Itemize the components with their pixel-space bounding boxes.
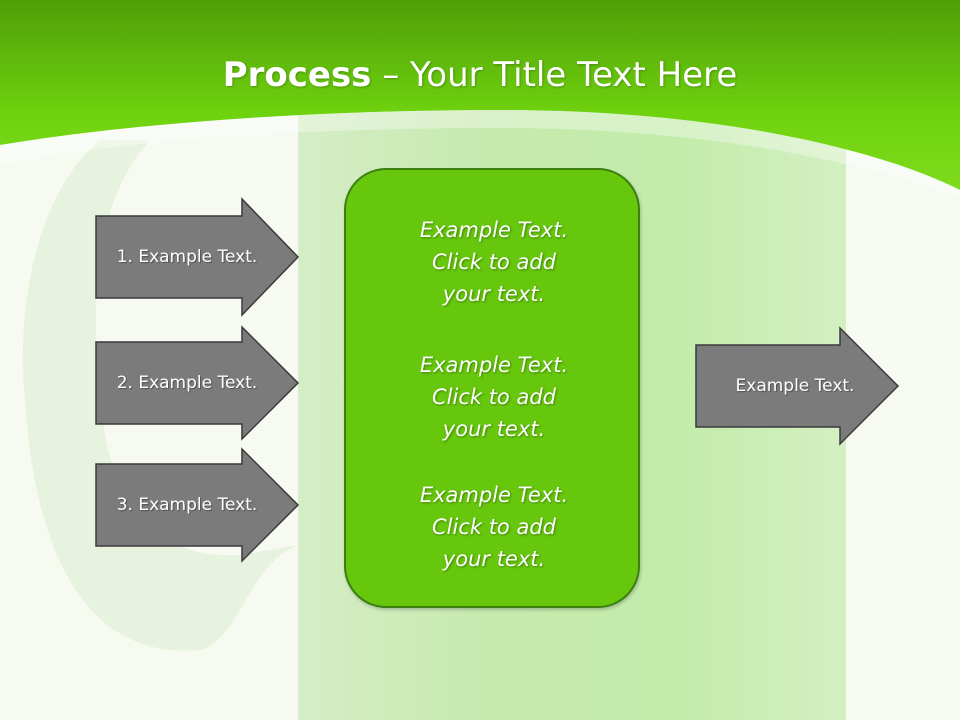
paragraph-line: your text. — [442, 547, 546, 571]
arrow-label: 2. Example Text. — [116, 373, 258, 393]
center-paragraph-2: Example Text. Click to add your text. — [346, 349, 642, 445]
paragraph-line: Example Text. — [419, 353, 569, 377]
slide-title: Process – Your Title Text Here — [0, 52, 960, 98]
title-rest: – Your Title Text Here — [371, 55, 738, 95]
paragraph-line: Example Text. — [419, 483, 569, 507]
paragraph-line: Click to add — [431, 250, 556, 274]
center-process-box: Example Text. Click to add your text. Ex… — [344, 168, 640, 608]
center-paragraph-3: Example Text. Click to add your text. — [346, 479, 642, 575]
header-band — [0, 0, 960, 190]
input-arrow-3: 3. Example Text. — [95, 447, 300, 563]
arrow-shape — [95, 447, 300, 563]
arrow-label: 3. Example Text. — [116, 495, 258, 515]
output-arrow: Example Text. — [695, 326, 900, 446]
title-bold: Process — [222, 55, 372, 95]
paragraph-line: Click to add — [431, 515, 556, 539]
arrow-shape — [695, 326, 900, 446]
input-arrow-2: 2. Example Text. — [95, 325, 300, 441]
header-highlight — [0, 110, 960, 198]
center-paragraph-1: Example Text. Click to add your text. — [346, 214, 642, 310]
paragraph-line: Example Text. — [419, 218, 569, 242]
paragraph-line: your text. — [442, 417, 546, 441]
arrow-label: 1. Example Text. — [116, 247, 258, 267]
mug-handle — [22, 140, 300, 651]
arrow-label: Example Text. — [735, 376, 855, 396]
paragraph-line: Click to add — [431, 385, 556, 409]
paragraph-line: your text. — [442, 282, 546, 306]
arrow-shape — [95, 325, 300, 441]
arrow-shape — [95, 197, 300, 317]
input-arrow-1: 1. Example Text. — [95, 197, 300, 317]
